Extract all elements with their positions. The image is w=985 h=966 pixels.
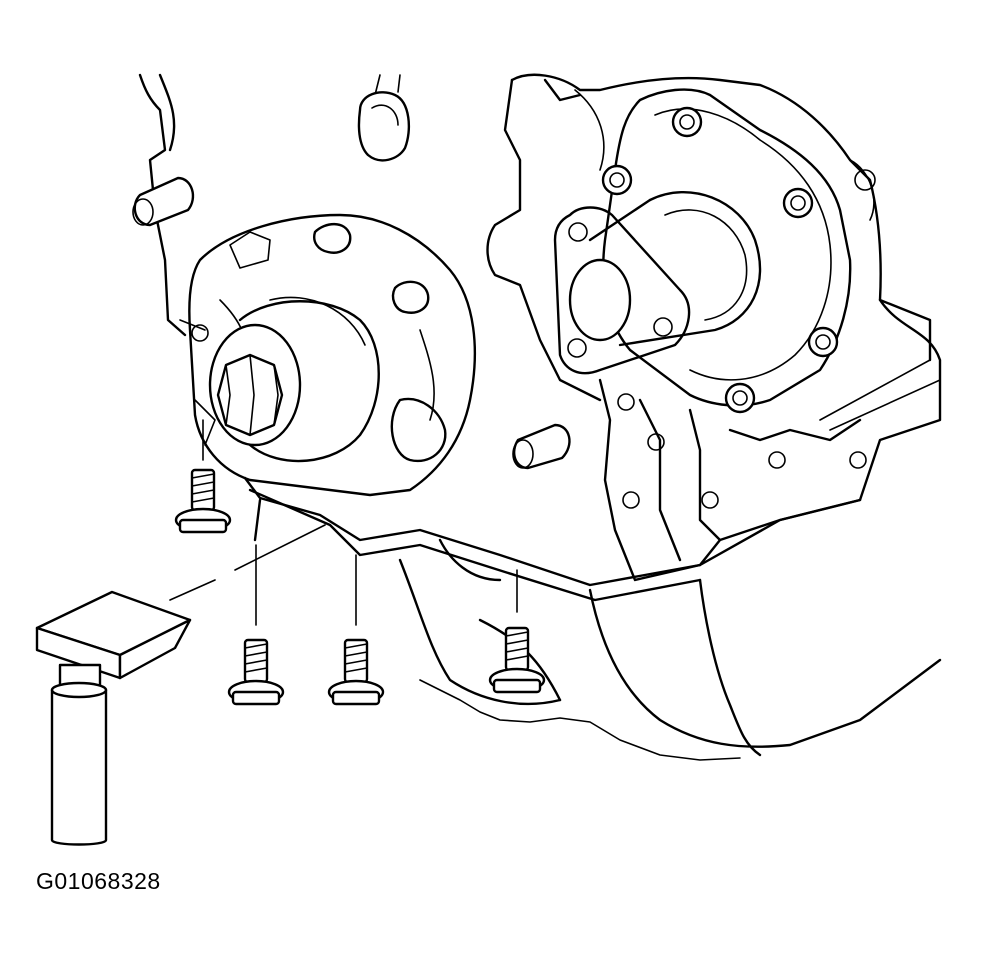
triangular-retainer-plate [553,206,691,375]
scraper-tool [35,590,192,846]
lifting-eye [357,91,411,162]
rear-flange-housing [601,88,852,414]
bolt-1 [174,419,232,534]
dowel-pin-center [512,423,571,470]
bolt-3 [327,554,385,706]
engine-block [486,73,942,567]
flange-bolts [601,106,839,414]
figure-id-label: G01068328 [36,868,161,894]
lower-block-ribs [598,359,941,582]
left-block-edge [138,73,401,337]
output-shaft [568,190,762,347]
bolt-2 [227,544,285,706]
gasket-leader-line [169,524,326,601]
oil-filter-housing [179,213,477,497]
bolt-4 [488,569,546,694]
drain-plug-assembly [208,296,380,463]
dowel-pin-left [132,176,195,227]
oil-pan [243,476,942,761]
